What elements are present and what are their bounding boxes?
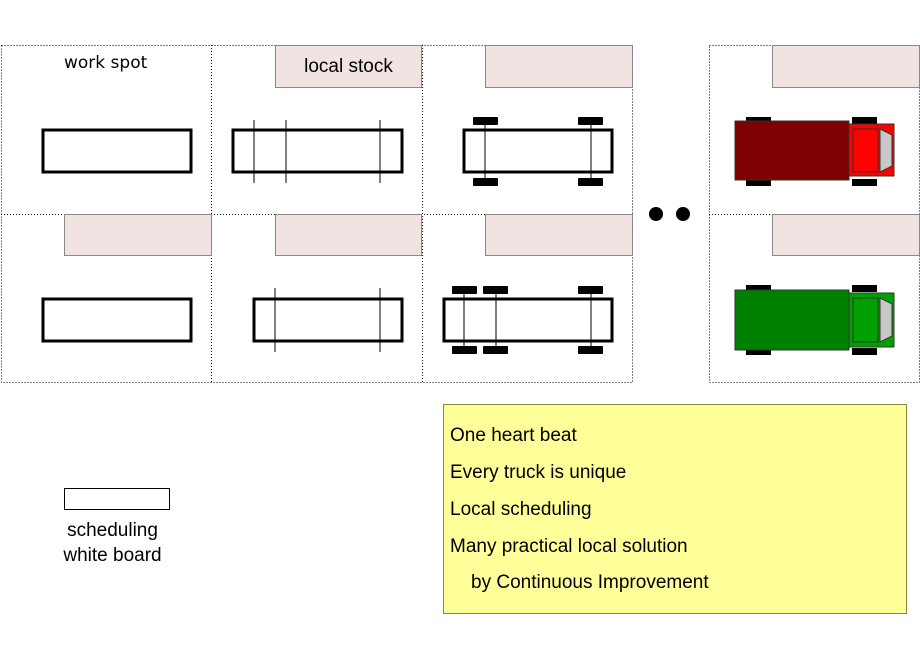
windshield — [879, 297, 893, 343]
work-spot-label: work spot — [64, 53, 148, 73]
wheel — [746, 285, 771, 292]
wheel — [852, 285, 877, 292]
local-stock-box — [485, 45, 633, 88]
chassis-frames — [41, 128, 614, 343]
local-stock-areas — [64, 45, 920, 256]
wheel — [483, 346, 508, 354]
finished-truck-green — [734, 285, 895, 355]
wheel — [578, 178, 603, 186]
finished-truck-red — [734, 117, 895, 186]
bare-frame — [41, 297, 193, 343]
bare-frame — [41, 128, 193, 174]
wheel — [473, 178, 498, 186]
wheels — [452, 117, 603, 354]
crossmembers — [253, 120, 592, 352]
cab-roof — [852, 128, 879, 173]
dot — [649, 207, 663, 221]
wheel — [452, 286, 477, 294]
cargo-box — [734, 289, 850, 351]
wheel — [473, 117, 498, 125]
wheel — [746, 179, 771, 186]
frame-with-crossmembers — [252, 297, 404, 343]
local-stock-box — [275, 45, 422, 88]
wheel — [852, 179, 877, 186]
windshield — [879, 128, 893, 173]
local-stock-box — [275, 214, 422, 256]
note-line: Local scheduling — [450, 499, 592, 520]
note-line: Every truck is unique — [450, 462, 627, 483]
wheel — [578, 117, 603, 125]
wheel — [452, 346, 477, 354]
wheel — [852, 348, 877, 355]
note-line: by Continuous Improvement — [471, 572, 709, 593]
cargo-box — [734, 120, 850, 181]
local-stock-box — [772, 45, 920, 88]
local-stock-label: local stock — [304, 56, 393, 77]
legend-line-1: scheduling — [67, 520, 158, 541]
note-line: One heart beat — [450, 425, 577, 446]
wheel — [578, 346, 603, 354]
wheel — [852, 117, 877, 124]
frame-with-crossmembers — [231, 128, 404, 174]
continuation-dots — [649, 207, 690, 221]
local-stock-box — [64, 214, 212, 256]
cab-roof — [852, 297, 879, 343]
dot — [676, 207, 690, 221]
local-stock-box — [772, 214, 920, 256]
frame-with-wheels — [442, 297, 614, 343]
legend-line-2: white board — [63, 545, 162, 566]
wheel — [578, 286, 603, 294]
scheduling-white-board-icon — [64, 488, 170, 510]
frame-with-wheels — [462, 128, 614, 174]
wheel — [746, 348, 771, 355]
principles-note: One heart beat Every truck is unique Loc… — [443, 404, 907, 614]
local-stock-box — [485, 214, 633, 256]
note-line: Many practical local solution — [450, 536, 688, 557]
legend-label: scheduling white board — [40, 518, 185, 568]
wheel — [483, 286, 508, 294]
